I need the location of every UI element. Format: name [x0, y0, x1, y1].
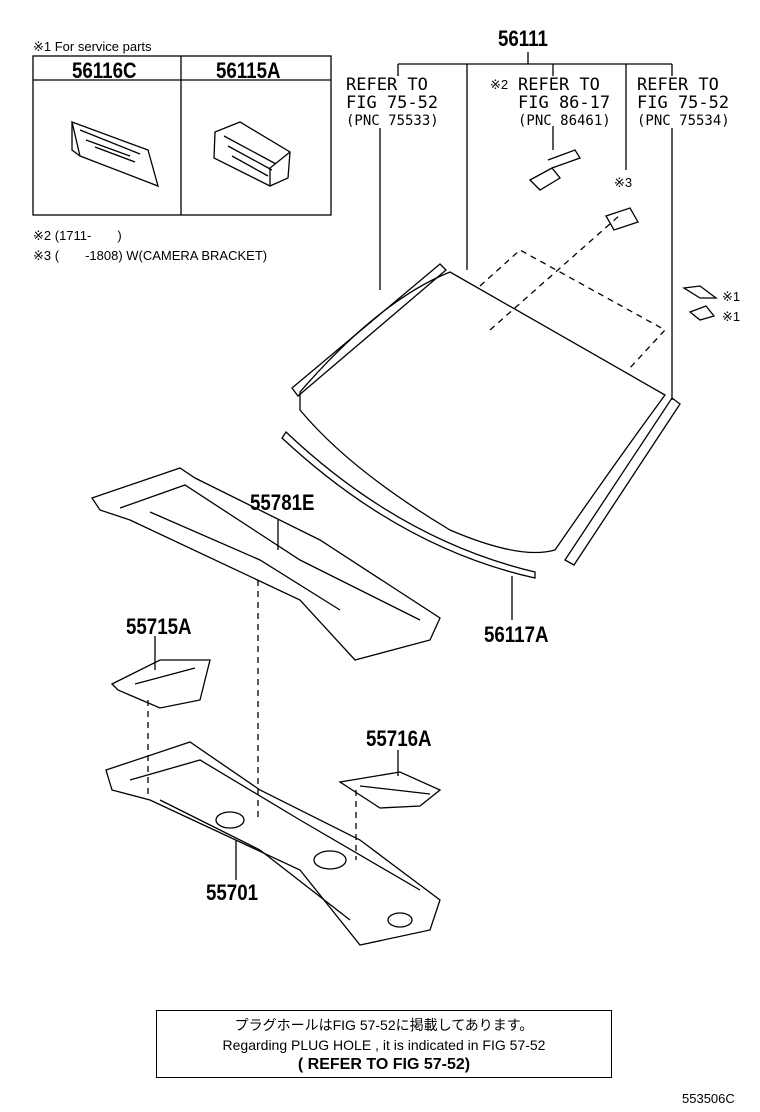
bracket-55716a-drawing — [338, 771, 442, 809]
ref-left-line3: (PNC 75533) — [346, 113, 439, 129]
bottom-molding — [281, 430, 536, 579]
ref-middle-mark: ※2 — [490, 77, 509, 92]
note-refer: ( REFER TO FIG 57-52) — [297, 1056, 471, 1073]
ref-right: REFER TO FIG 75-52 (PNC 75534) — [637, 76, 730, 130]
camera-bracket-drawing — [605, 207, 639, 231]
part-label-55781e: 55781E — [250, 490, 315, 515]
service-col1-label: 56116C — [72, 58, 137, 83]
ref-middle-line1: REFER TO — [518, 75, 600, 95]
part-56116c-drawing — [71, 120, 159, 188]
ref-left-line2: FIG 75-52 — [346, 93, 439, 113]
footnote-2: ※2 (1711- ) — [33, 228, 122, 243]
marker-1a: ※1 — [722, 289, 741, 304]
ref-middle-line3: (PNC 86461) — [518, 113, 611, 129]
ref-left: REFER TO FIG 75-52 (PNC 75533) — [346, 76, 439, 130]
service-col2-label: 56115A — [216, 58, 281, 83]
ref-right-line1: REFER TO — [637, 75, 719, 95]
figure-code: 553506C — [682, 1091, 735, 1106]
marker-3: ※3 — [614, 175, 633, 190]
service-note: ※1 For service parts — [33, 39, 152, 54]
ref-left-line1: REFER TO — [346, 75, 428, 95]
part-label-56111: 56111 — [498, 26, 548, 51]
left-molding — [291, 263, 447, 397]
windshield-glass — [299, 271, 666, 554]
part-label-55715a: 55715A — [126, 614, 192, 639]
part-label-55716a: 55716A — [366, 726, 432, 751]
marker-1b: ※1 — [722, 309, 741, 324]
note-english: Regarding PLUG HOLE , it is indicated in… — [222, 1037, 546, 1053]
plug-hole-note: プラグホールはFIG 57-52に掲載してあります。 Regarding PLU… — [156, 1010, 612, 1078]
part-label-55701: 55701 — [206, 880, 259, 905]
ref-right-line2: FIG 75-52 — [637, 93, 730, 113]
right-molding — [564, 397, 681, 566]
sensor-drawing — [528, 149, 581, 191]
footnote-3: ※3 ( -1808) W(CAMERA BRACKET) — [33, 248, 268, 263]
ref-middle: REFER TO FIG 86-17 (PNC 86461) — [518, 76, 611, 130]
cowl-top-drawing — [90, 467, 441, 661]
part-label-56117a: 56117A — [484, 622, 549, 647]
note-japanese: プラグホールはFIG 57-52に掲載してあります。 — [234, 1017, 534, 1033]
dash-panel-drawing — [105, 741, 441, 946]
service-table-frame — [32, 55, 332, 216]
bracket-55715a-drawing — [110, 659, 211, 709]
ref-middle-line2: FIG 86-17 — [518, 93, 611, 113]
ref-right-line3: (PNC 75534) — [637, 113, 730, 129]
part-56115a-drawing — [213, 121, 291, 187]
